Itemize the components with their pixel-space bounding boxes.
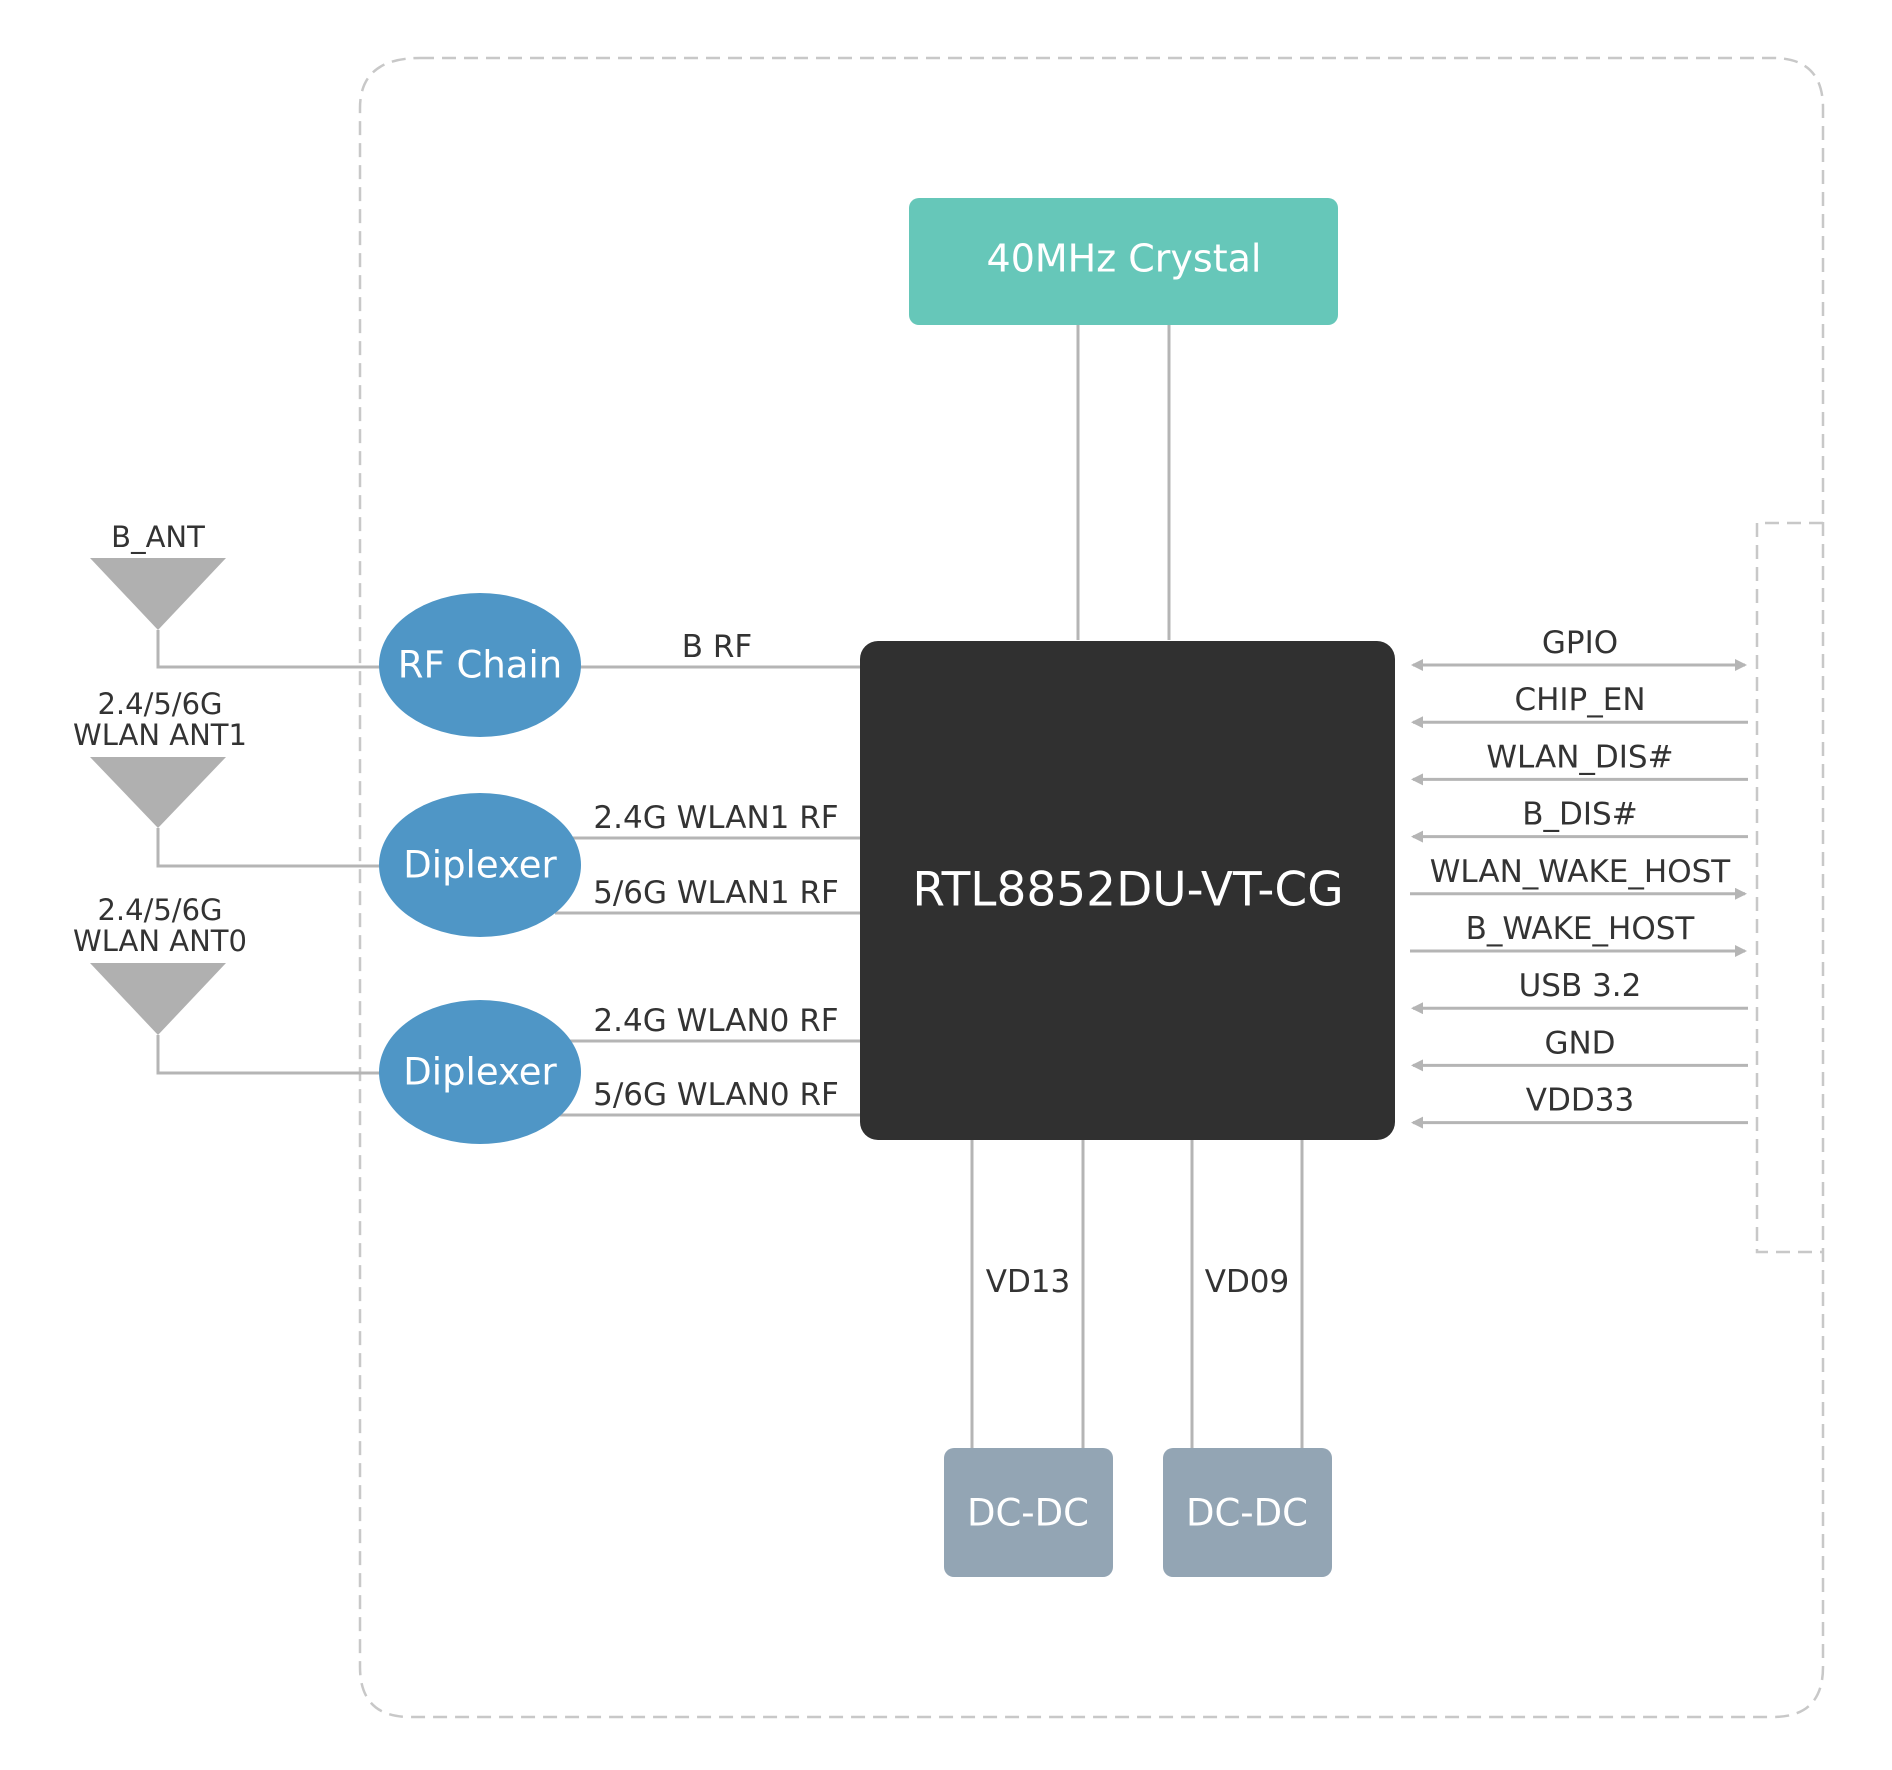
antenna-wlan1-label-line1: 2.4/5/6G [97,687,222,721]
diplexer-wlan1-ellipse [379,793,581,937]
signal-label-b-dis-: B_DIS# [1522,797,1637,833]
vd09-label: VD09 [1205,1264,1290,1300]
diplexer-wlan0: Diplexer [379,1000,581,1144]
b-rf-label: B RF [682,629,753,665]
signal-label-gnd: GND [1544,1025,1615,1061]
crystal-box [909,198,1338,325]
signal-label-chip-en: CHIP_EN [1514,682,1645,718]
wlan1-24g-label: 2.4G WLAN1 RF [593,800,838,836]
antenna-wlan1: 2.4/5/6G WLAN ANT1 [73,687,382,868]
dcdc-right-label: DC-DC [1186,1492,1308,1535]
chip-label: RTL8852DU-VT-CG [912,863,1343,918]
antenna-wlan0-label-line1: 2.4/5/6G [97,893,222,927]
dcdc-right-box [1163,1448,1332,1577]
signal-label-vdd33: VDD33 [1526,1083,1634,1119]
antenna-wlan1-wire [156,828,382,868]
wlan0-24g-label: 2.4G WLAN0 RF [593,1003,838,1039]
dcdc-left-block: DC-DC [944,1448,1113,1577]
dcdc-right-block: DC-DC [1163,1448,1332,1577]
rf-chain-block: RF Chain [379,593,581,737]
wlan0-56g-label: 5/6G WLAN0 RF [593,1077,839,1113]
signal-label-wlan-wake-host: WLAN_WAKE_HOST [1430,854,1731,890]
chip-box [860,641,1395,1140]
antenna-wlan0-wire [156,1035,382,1075]
signal-label-b-wake-host: B_WAKE_HOST [1466,911,1696,947]
chip-block: RTL8852DU-VT-CG [860,641,1395,1140]
antenna-wlan1-label-line2: WLAN ANT1 [73,718,247,752]
crystal-block: 40MHz Crystal [909,198,1338,325]
dcdc-left-label: DC-DC [967,1492,1089,1535]
signal-label-gpio: GPIO [1542,625,1618,661]
antenna-wlan1-icon [90,757,226,828]
antenna-b: B_ANT [90,520,382,669]
host-interface-bracket [1755,521,1823,1254]
module-boundary [358,56,1825,1719]
dcdc-left-box [944,1448,1113,1577]
signal-label-wlan-dis-: WLAN_DIS# [1486,739,1673,775]
rf-chain-label: RF Chain [398,644,562,687]
wlan1-56g-label: 5/6G WLAN1 RF [593,875,839,911]
antenna-b-wire [156,630,382,669]
vd13-label: VD13 [986,1264,1071,1300]
diplexer-wlan1: Diplexer [379,793,581,937]
antenna-wlan0-icon [90,963,226,1035]
antenna-wlan0: 2.4/5/6G WLAN ANT0 [73,893,382,1075]
antenna-b-icon [90,558,226,630]
crystal-label: 40MHz Crystal [987,237,1262,281]
signal-label-usb-3-2: USB 3.2 [1519,968,1642,1004]
rf-chain-ellipse [379,593,581,737]
diplexer-wlan0-ellipse [379,1000,581,1144]
antenna-wlan0-label-line2: WLAN ANT0 [73,924,247,958]
host-signals: GPIO CHIP_EN WLAN_DIS# B_DIS# WLAN_WAKE_HOST… [1410,625,1748,1129]
diplexer-wlan0-label: Diplexer [403,1051,557,1094]
antenna-b-label: B_ANT [111,520,205,554]
diplexer-wlan1-label: Diplexer [403,844,557,887]
